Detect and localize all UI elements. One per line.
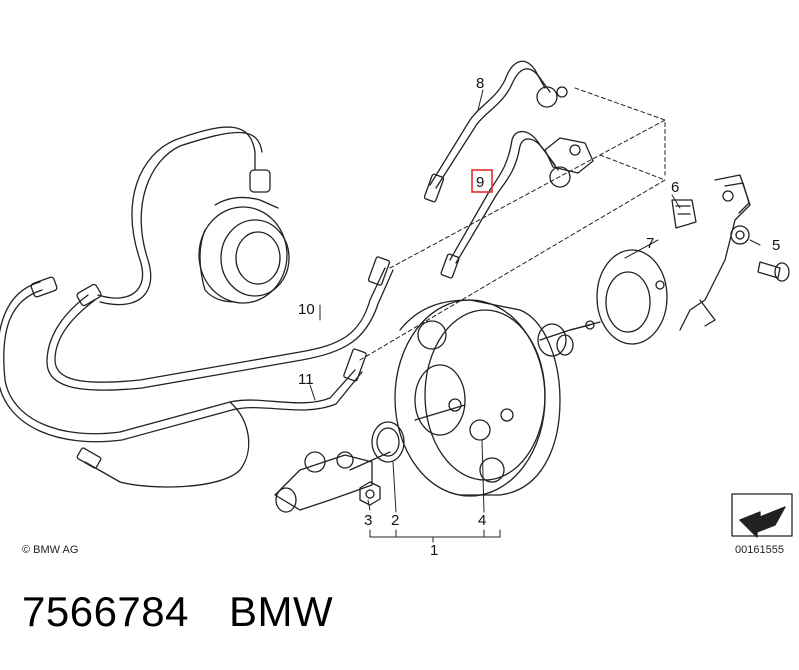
vacuum-line-9 [440,130,594,279]
callout-10: 10 [298,301,315,318]
vacuum-hose-loop [97,126,256,299]
nut [359,481,381,506]
copyright-text: © BMW AG [22,544,78,556]
vacuum-line-10 [46,256,394,391]
callout-3: 3 [364,512,372,529]
part-9-highlight-box [471,169,493,193]
callout-1: 1 [430,542,438,559]
gasket [596,249,668,345]
clip [671,199,697,229]
vacuum-line-8 [423,60,568,203]
diagram-number: 00161555 [735,544,784,556]
brand-name: BMW [229,588,334,635]
callout-4: 4 [478,512,486,529]
arrow-symbol [731,493,793,538]
callout-6: 6 [671,179,679,196]
brake-booster-parts-diagram: 1 2 3 4 5 6 7 8 9 10 11 © BMW AG 0016155… [0,60,793,559]
brake-booster [394,299,601,497]
vacuum-pump [198,151,290,304]
callout-9: 9 [476,174,484,191]
callout-7: 7 [646,235,654,252]
callout-8: 8 [476,75,484,92]
pedal-bracket [679,174,751,331]
pin [757,261,790,282]
callout-11: 11 [298,371,314,388]
callout-5: 5 [772,237,780,254]
callout-2: 2 [391,512,399,529]
o-ring [371,421,405,463]
vacuum-line-11 [0,276,367,488]
part-number: 7566784 [22,588,190,635]
footer: 7566784 BMW [22,588,333,636]
